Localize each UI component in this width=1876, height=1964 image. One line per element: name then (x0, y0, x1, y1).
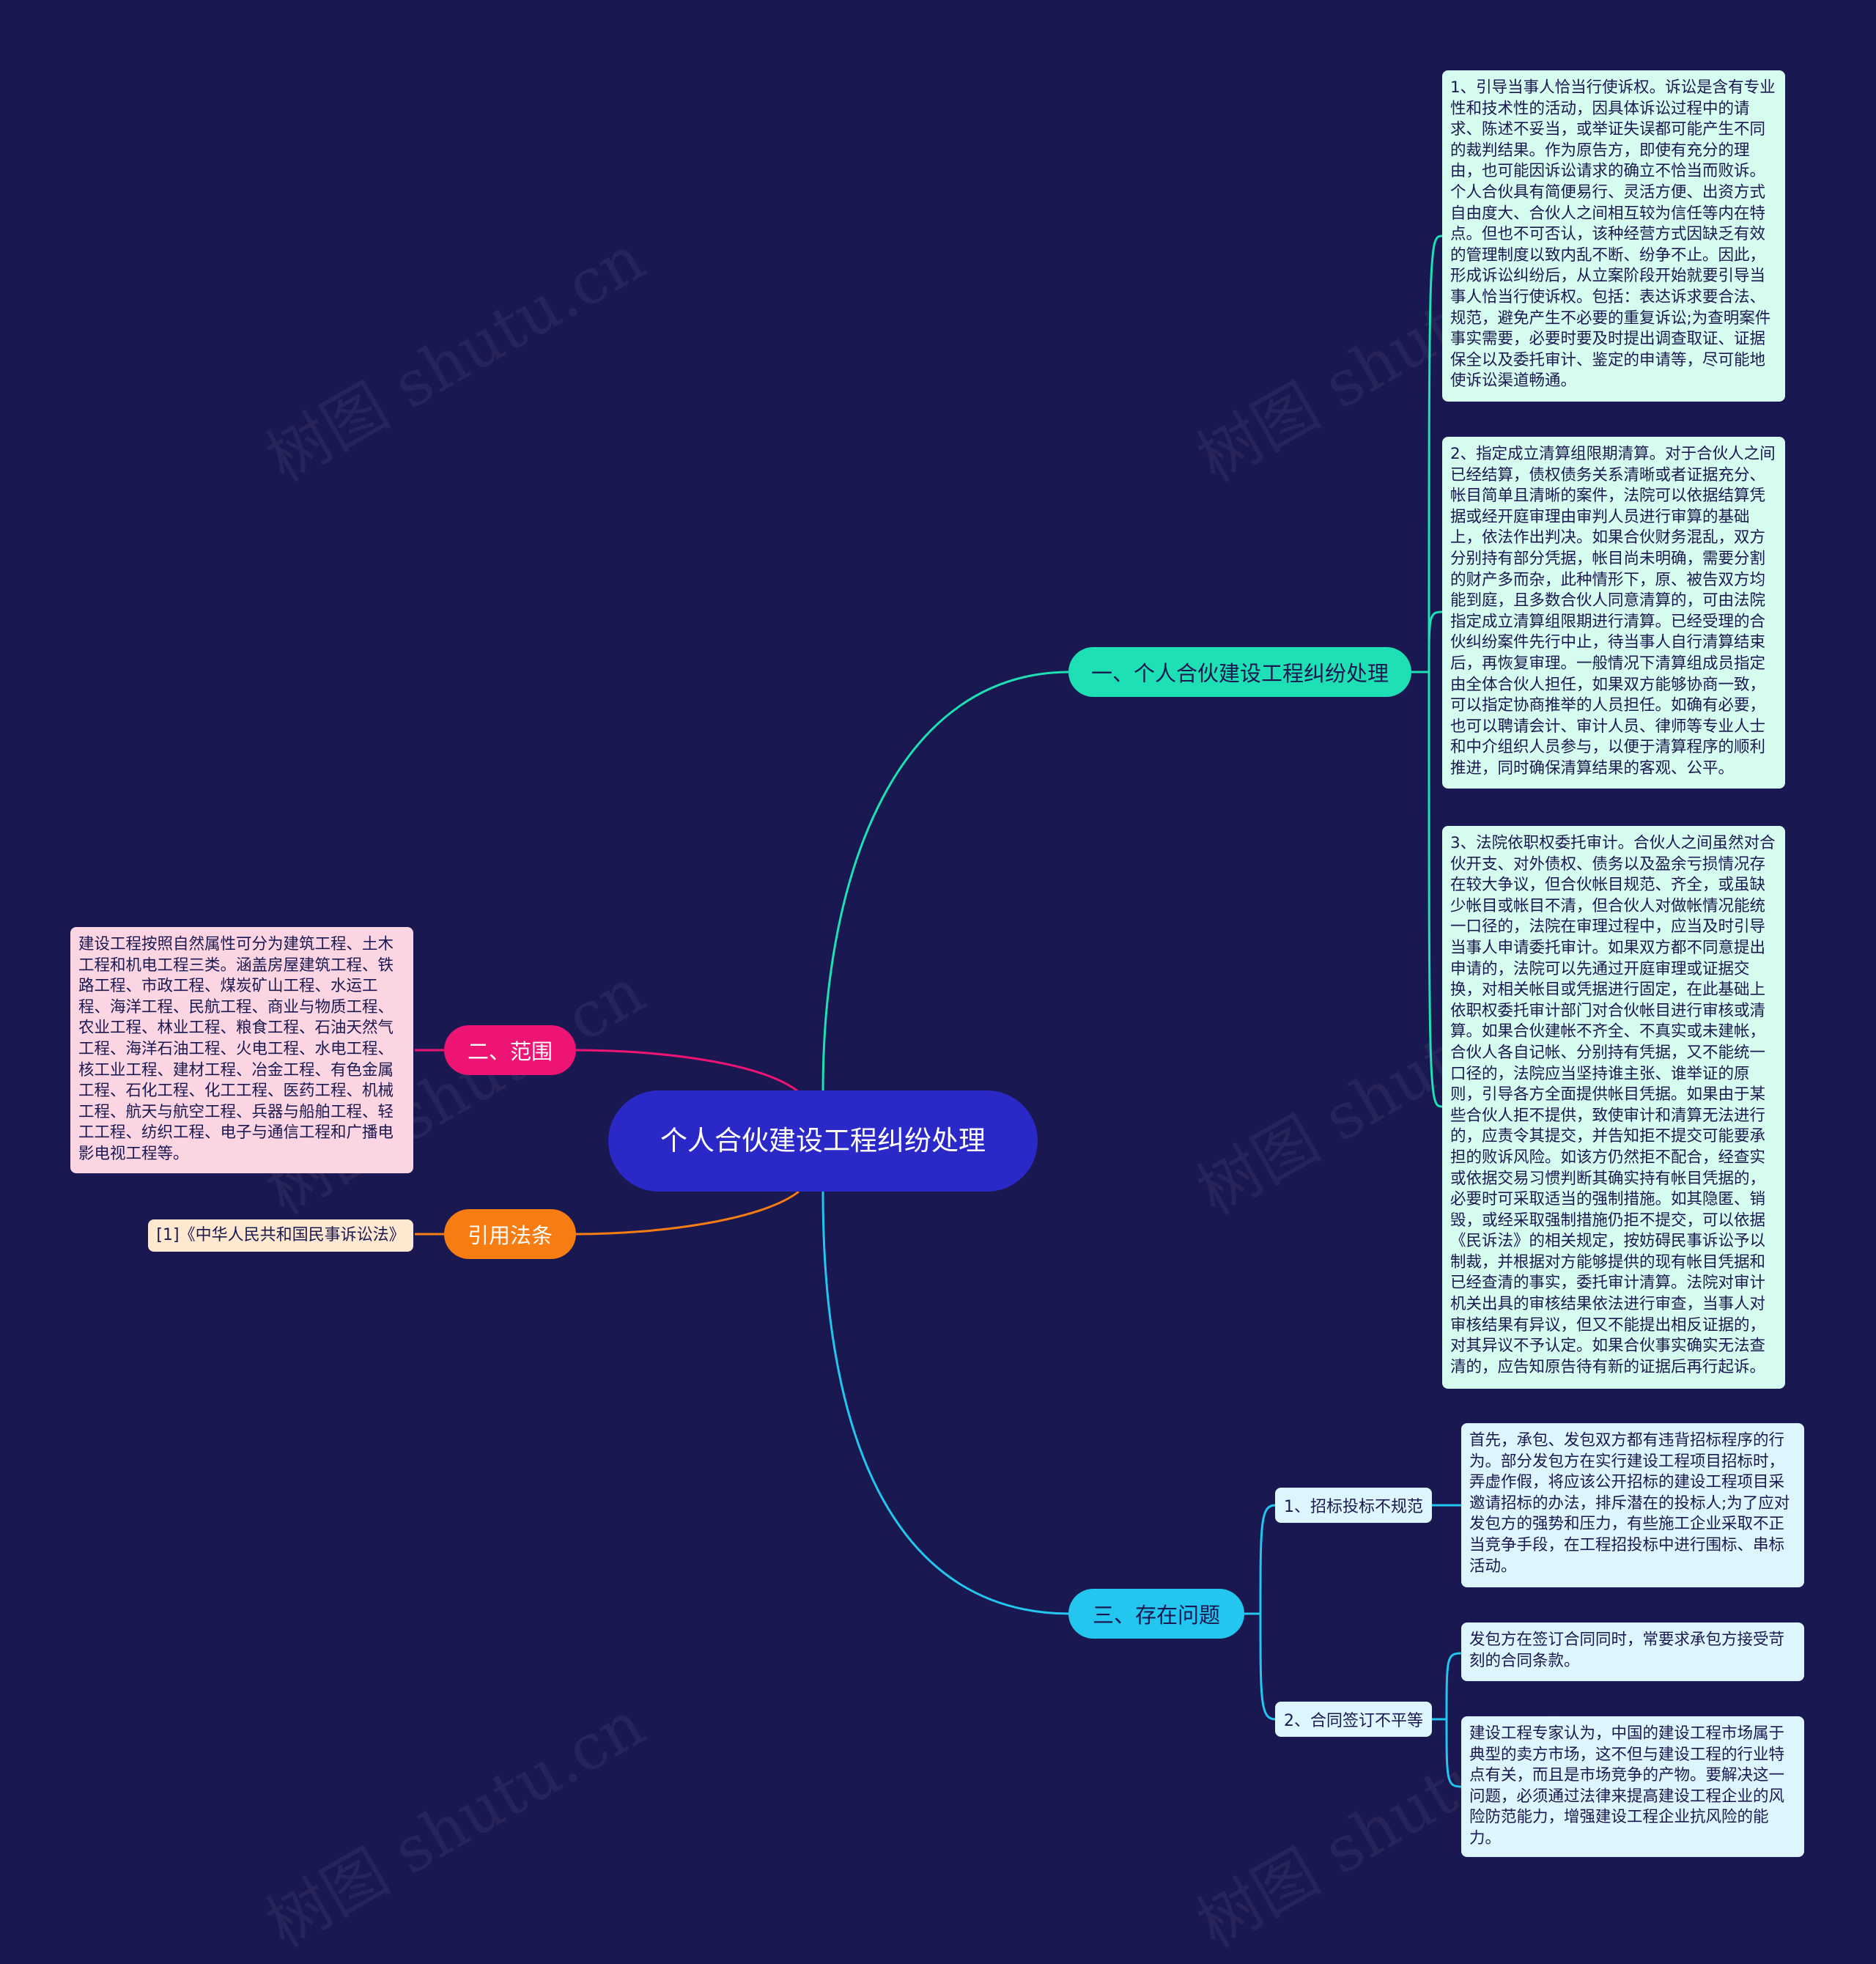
root-title: 个人合伙建设工程纠纷处理 (660, 1125, 986, 1156)
branch-law[interactable]: 引用法条 (444, 1209, 576, 1259)
link-problems-contract (1259, 1613, 1276, 1721)
problem-contract[interactable]: 2、合同签订不平等 (1275, 1702, 1432, 1737)
link-contract-detail-2 (1445, 1718, 1462, 1788)
branch-problems-label: 三、存在问题 (1092, 1603, 1220, 1628)
link-root-handling (821, 671, 1071, 1093)
branch-handling[interactable]: 一、个人合伙建设工程纠纷处理 (1068, 647, 1411, 697)
link-handling-leaf-2 (1428, 610, 1443, 673)
bidding-detail[interactable]: 首先，承包、发包双方都有违背招标程序的行为。部分发包方在实行建设工程项目招标时，… (1461, 1423, 1804, 1587)
branch-handling-label: 一、个人合伙建设工程纠纷处理 (1090, 661, 1389, 686)
handling-leaf-1[interactable]: 1、引导当事人恰当行使诉权。诉讼是含有专业性和技术性的活动，因具体诉讼过程中的请… (1442, 70, 1785, 402)
law-leaf[interactable]: [1]《中华人民共和国民事诉讼法》 (148, 1219, 413, 1252)
link-root-law (575, 1190, 799, 1236)
branch-problems[interactable]: 三、存在问题 (1068, 1589, 1244, 1639)
branch-law-label: 引用法条 (467, 1223, 553, 1248)
link-root-problems (821, 1191, 1071, 1615)
link-handling-leaf-3 (1428, 671, 1443, 1108)
problem-bidding-label: 1、招标投标不规范 (1284, 1498, 1423, 1516)
link-handling-leaf-1 (1428, 235, 1443, 673)
handling-leaf-2[interactable]: 2、指定成立清算组限期清算。对于合伙人之间已经结算，债权债务关系清晰或者证据充分… (1442, 437, 1785, 789)
root-node[interactable]: 个人合伙建设工程纠纷处理 (608, 1090, 1038, 1192)
link-root-scope (575, 1049, 799, 1093)
branch-scope-label: 二、范围 (467, 1039, 553, 1064)
handling-leaf-3[interactable]: 3、法院依职权委托审计。合伙人之间虽然对合伙开支、对外债权、债务以及盈余亏损情况… (1442, 826, 1785, 1389)
link-contract-detail-1 (1445, 1652, 1462, 1720)
problem-contract-label: 2、合同签订不平等 (1284, 1712, 1423, 1730)
contract-detail-2[interactable]: 建设工程专家认为，中国的建设工程市场属于典型的卖方市场，这不但与建设工程的行业特… (1461, 1716, 1804, 1857)
scope-leaf[interactable]: 建设工程按照自然属性可分为建筑工程、土木工程和机电工程三类。涵盖房屋建筑工程、铁… (70, 927, 413, 1173)
contract-detail-1[interactable]: 发包方在签订合同同时，常要求承包方接受苛刻的合同条款。 (1461, 1622, 1804, 1681)
link-problems-bidding (1259, 1504, 1276, 1614)
problem-bidding[interactable]: 1、招标投标不规范 (1275, 1488, 1432, 1523)
branch-scope[interactable]: 二、范围 (444, 1025, 576, 1075)
